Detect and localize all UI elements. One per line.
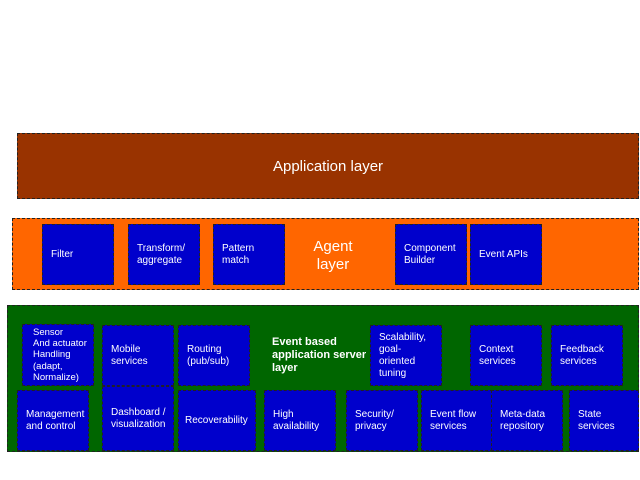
server-box-dashboard-visualization: Dashboard / visualization: [102, 386, 174, 451]
application-layer: Application layer: [17, 133, 639, 199]
server-box-mobile-services: Mobile services: [102, 325, 174, 386]
server-box-routing: Routing (pub/sub): [178, 325, 250, 386]
agent-box-transform-aggregate: Transform/ aggregate: [128, 224, 200, 285]
agent-box-component-builder: Component Builder: [395, 224, 467, 285]
server-box-scalability: Scalability, goal-oriented tuning: [370, 325, 442, 386]
application-layer-label: Application layer: [272, 158, 384, 175]
server-box-security-privacy: Security/ privacy: [346, 390, 418, 451]
server-box-meta-data-repository: Meta-data repository: [491, 390, 563, 451]
agent-layer-label: Agent layer: [313, 238, 353, 273]
server-box-sensor-actuator: Sensor And actuator Handling (adapt, Nor…: [22, 324, 94, 386]
server-box-state-services: State services: [569, 390, 639, 451]
agent-box-event-apis: Event APIs: [470, 224, 542, 285]
server-box-feedback-services: Feedback services: [551, 325, 623, 386]
event-server-layer-label: Event based application server layer: [272, 336, 367, 375]
agent-box-filter: Filter: [42, 224, 114, 285]
server-box-event-flow-services: Event flow services: [421, 390, 493, 451]
server-box-recoverability: Recoverability: [178, 390, 256, 451]
agent-box-pattern-match: Pattern match: [213, 224, 285, 285]
server-box-management-control: Management and control: [17, 390, 89, 451]
server-box-context-services: Context services: [470, 325, 542, 386]
server-box-high-availability: High availability: [264, 390, 336, 451]
